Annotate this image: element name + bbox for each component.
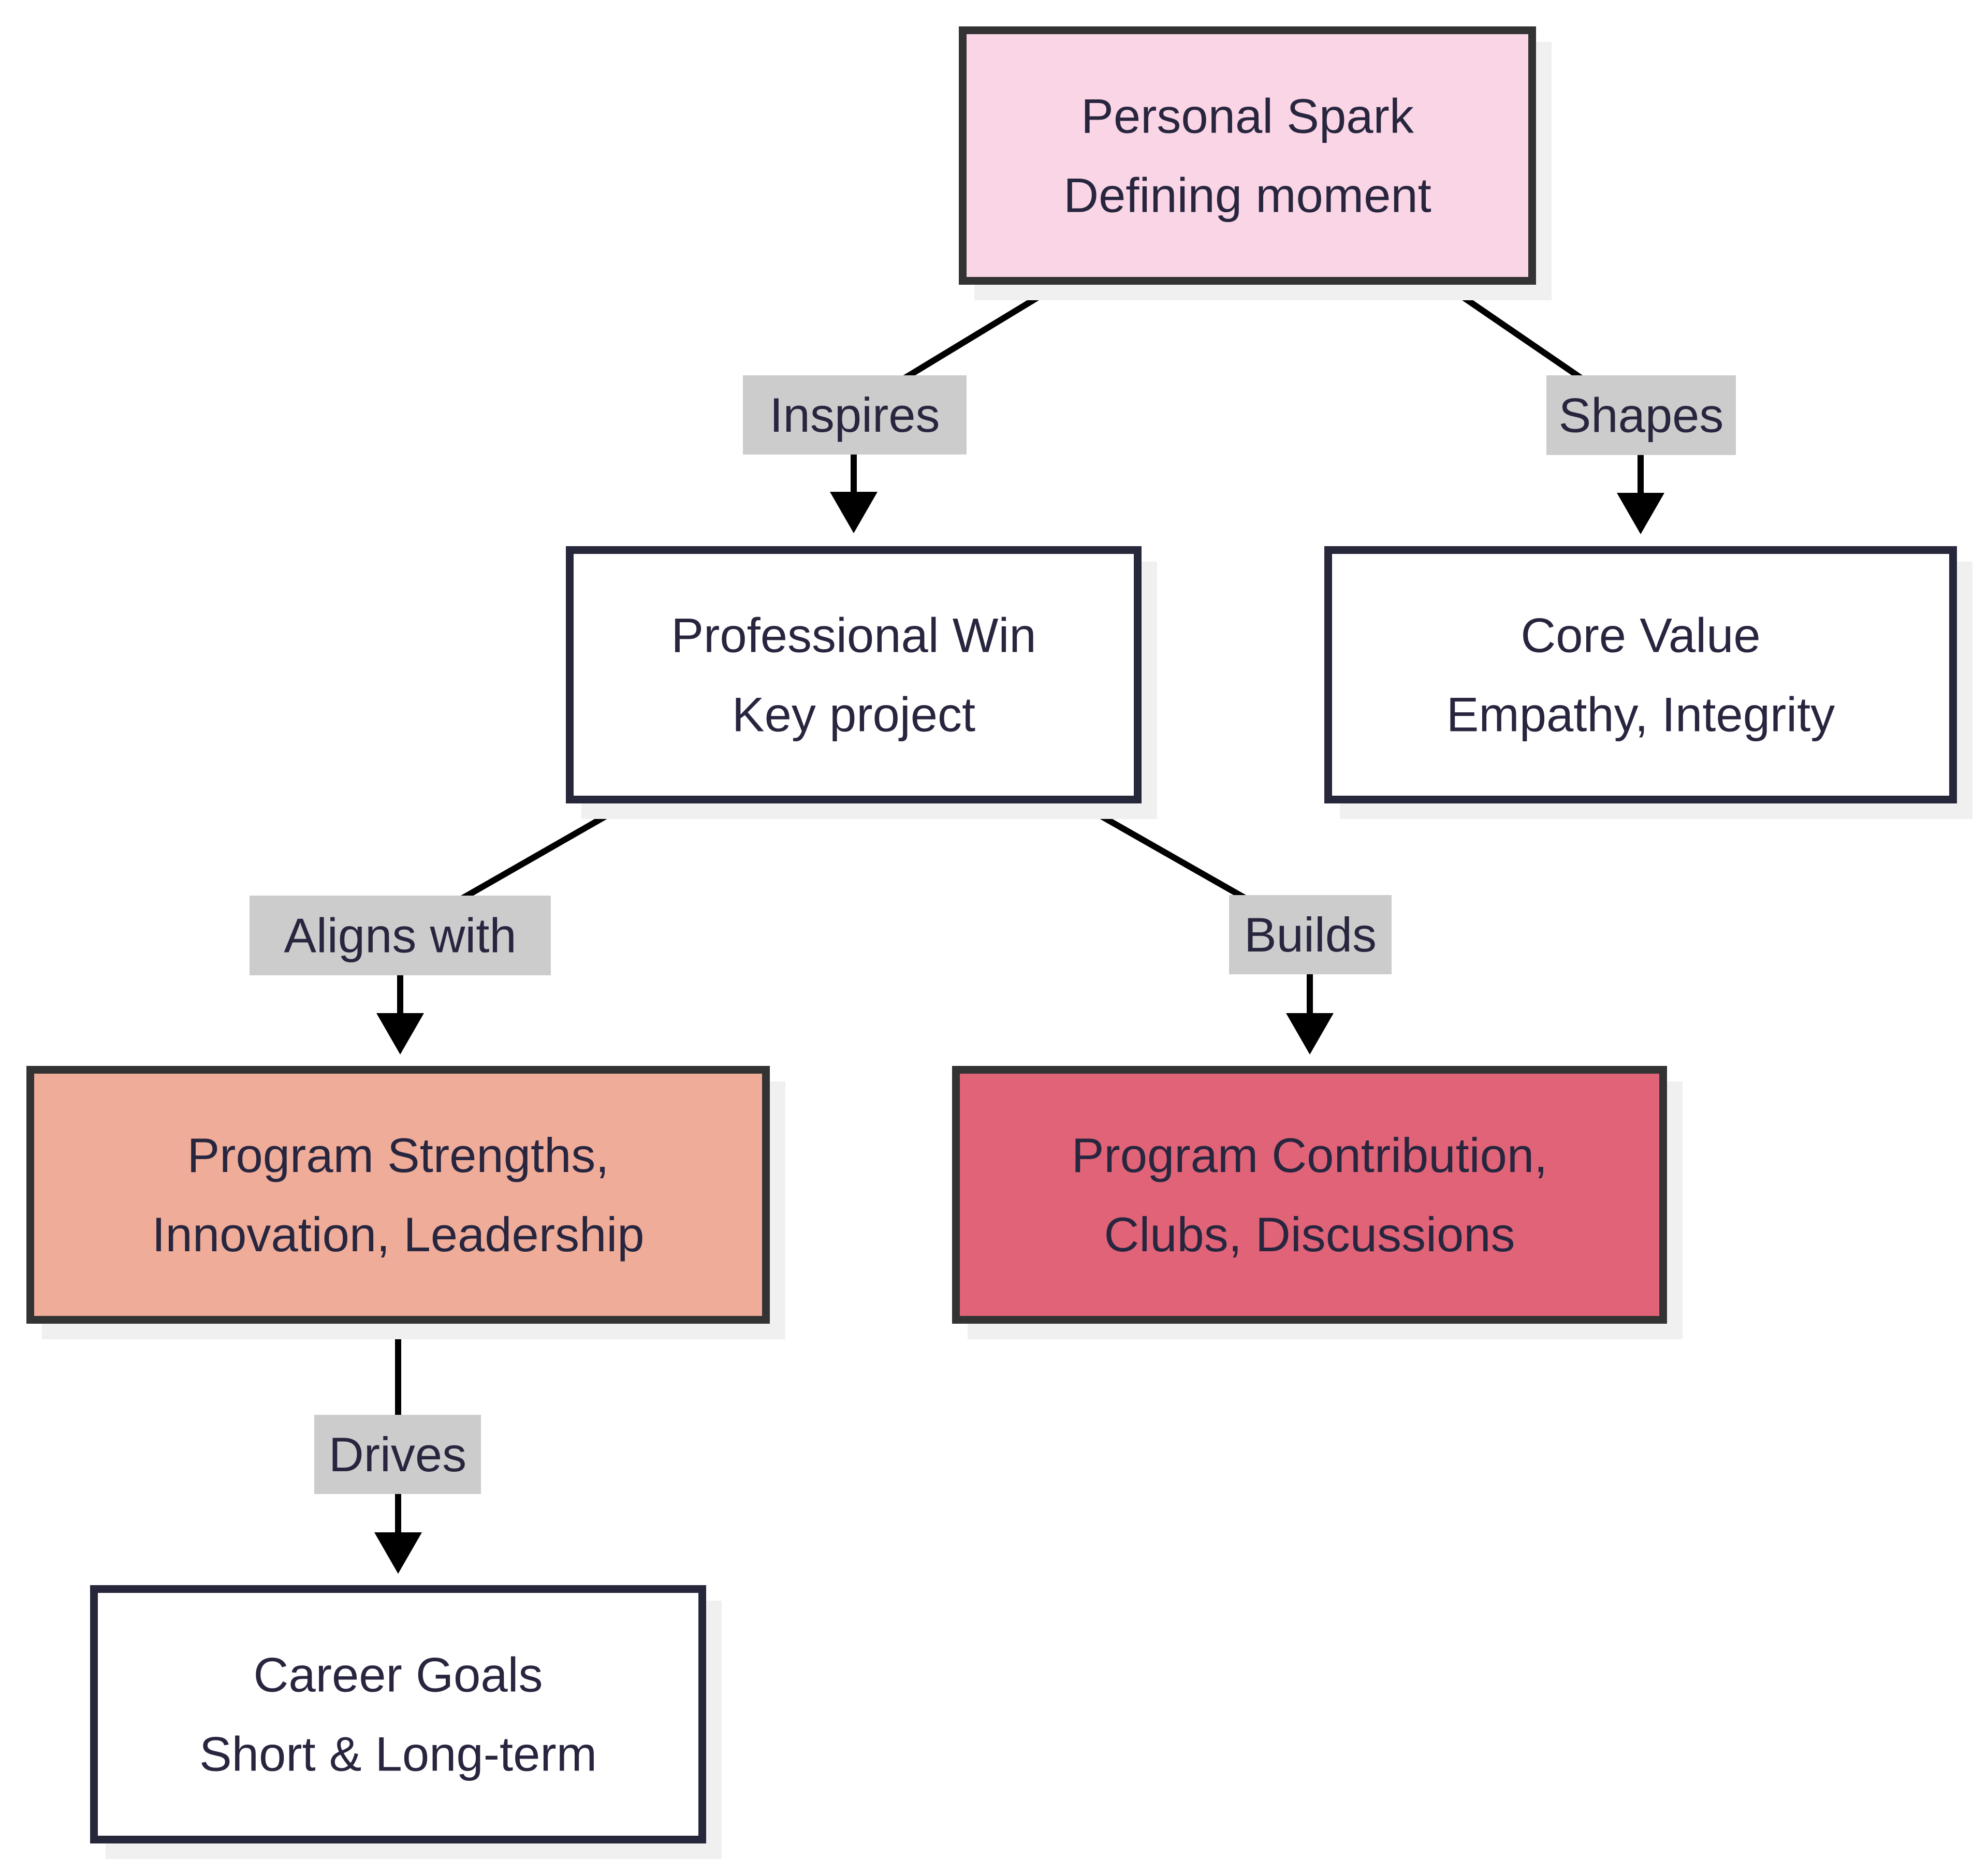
- edge-label-inspires: Inspires: [743, 375, 967, 455]
- edge-label-builds: Builds: [1229, 895, 1392, 974]
- node-title: Core Value: [1521, 608, 1760, 663]
- edge-label-text: Drives: [329, 1427, 466, 1482]
- edge-label-text: Builds: [1244, 907, 1377, 962]
- edge-label-aligns-with: Aligns with: [250, 896, 551, 975]
- edge-label-background: [250, 896, 551, 975]
- edge-label-background: [1229, 895, 1392, 974]
- node-box: [1324, 546, 1957, 803]
- node-subtitle: Defining moment: [1063, 168, 1431, 223]
- node-subtitle: Key project: [732, 687, 975, 742]
- node-subtitle: Innovation, Leadership: [152, 1207, 644, 1262]
- arrowhead-icon: [1286, 1013, 1334, 1055]
- arrowhead-icon: [376, 1013, 424, 1055]
- node-title: Career Goals: [254, 1648, 543, 1702]
- edge-label-shapes: Shapes: [1546, 375, 1736, 455]
- node-box: [26, 1066, 770, 1324]
- edge-label-text: Shapes: [1559, 388, 1724, 443]
- node-box: [952, 1066, 1667, 1324]
- node-box: [959, 26, 1536, 285]
- edge-label-drives: Drives: [314, 1415, 481, 1494]
- edge-label-background: [743, 375, 967, 455]
- node-title: Professional Win: [671, 608, 1036, 663]
- arrowhead-icon: [374, 1532, 422, 1574]
- node-box: [566, 546, 1142, 803]
- arrowhead-icon: [1617, 493, 1664, 534]
- edges-layer: [374, 282, 1664, 1574]
- edge-label-background: [1546, 375, 1736, 455]
- node-program-contribution[interactable]: Program Contribution, Clubs, Discussions: [952, 1066, 1683, 1340]
- node-title: Program Contribution,: [1072, 1128, 1548, 1182]
- arrowhead-icon: [830, 492, 878, 533]
- edge-label-text: Aligns with: [284, 909, 516, 963]
- edge-label-background: [314, 1415, 481, 1494]
- node-title: Program Strengths,: [187, 1128, 609, 1182]
- node-box: [90, 1585, 706, 1843]
- node-subtitle: Clubs, Discussions: [1104, 1207, 1515, 1262]
- edge-label-text: Inspires: [769, 388, 940, 442]
- node-subtitle: Short & Long-term: [199, 1727, 597, 1781]
- node-title: Personal Spark: [1081, 89, 1414, 143]
- node-subtitle: Empathy, Integrity: [1446, 687, 1835, 742]
- node-program-strengths[interactable]: Program Strengths, Innovation, Leadership: [26, 1066, 786, 1340]
